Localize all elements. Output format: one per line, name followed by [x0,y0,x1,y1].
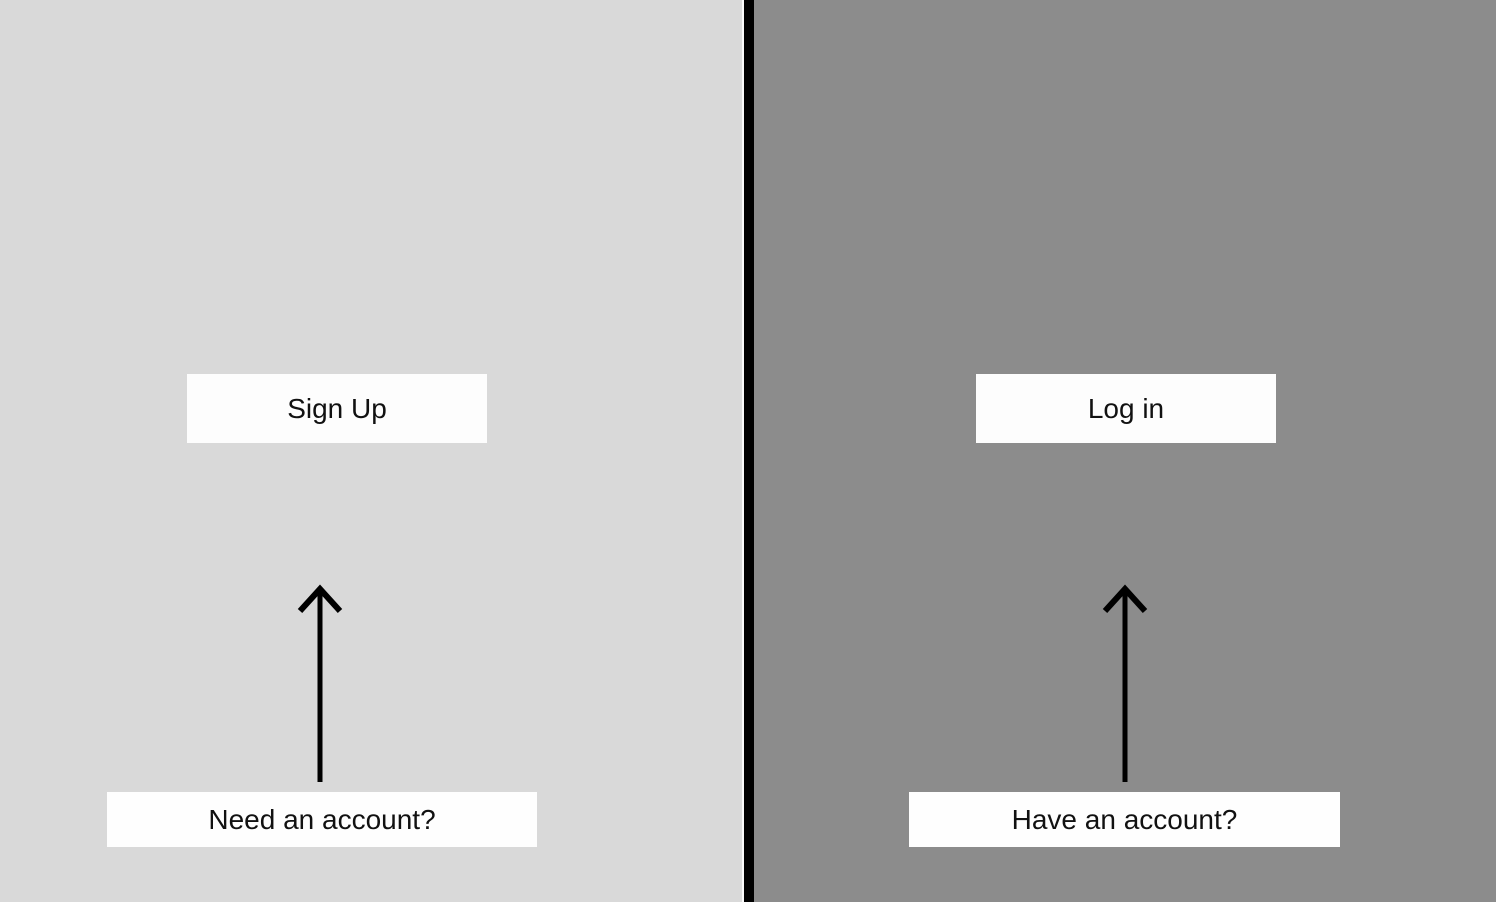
need-account-label: Need an account? [107,792,537,847]
login-panel: Log in Have an account? [754,0,1496,902]
signup-panel: Sign Up Need an account? [0,0,742,902]
arrow-up-icon [1101,584,1149,784]
log-in-button[interactable]: Log in [976,374,1276,443]
arrow-up-icon [296,584,344,784]
vertical-divider [744,0,754,902]
have-account-label: Have an account? [909,792,1340,847]
sign-up-button[interactable]: Sign Up [187,374,487,443]
divider-gap [742,0,744,902]
